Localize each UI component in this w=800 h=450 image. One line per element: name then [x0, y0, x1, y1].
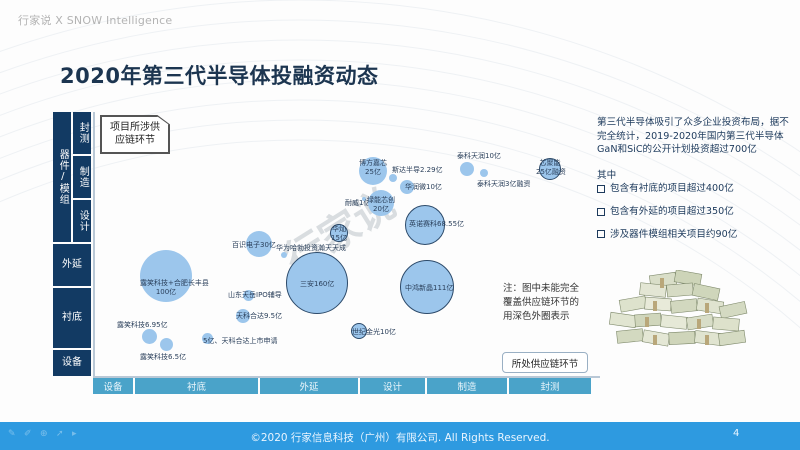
- bubble-huacan[interactable]: [330, 224, 348, 242]
- x-axis-substrate: 衬底: [135, 378, 258, 394]
- bubble-tankeheda-5[interactable]: [202, 333, 213, 344]
- x-axis-epitaxy: 外延: [260, 378, 358, 394]
- bubble-sanan[interactable]: [286, 252, 348, 314]
- y-axis-design: 设计: [73, 200, 91, 242]
- chart-frame: [93, 112, 600, 378]
- bubble-luxiao-hefei[interactable]: [140, 250, 192, 302]
- side-panel-intro: 第三代半导体吸引了众多企业投资布局，据不完全统计，2019-2020年国内第三代…: [597, 117, 789, 156]
- x-axis-title: 所处供应链环节: [502, 352, 588, 373]
- pointer-icon[interactable]: ➚: [56, 429, 64, 439]
- footer: ✎ ✐ ⊕ ➚ ▸ ©2020 行家信息科技（广州）有限公司. All Righ…: [0, 422, 800, 450]
- bubble-huarunwei[interactable]: [400, 180, 414, 194]
- checkbox-icon: [597, 207, 605, 216]
- bubble-taike-3[interactable]: [480, 169, 488, 177]
- bubble-huawei-hubble[interactable]: [281, 252, 287, 258]
- callout-line-2: 应链环节: [115, 135, 155, 146]
- pen-icon[interactable]: ✎: [8, 429, 16, 439]
- checkbox-icon: [597, 230, 605, 239]
- brand-text: 行家说 X SNOW Intelligence: [18, 14, 173, 27]
- bubble-zhonghong[interactable]: [400, 260, 454, 314]
- y-axis-epitaxy: 外延: [53, 244, 91, 286]
- side-panel-item: 包含有衬底的项目超过400亿: [597, 182, 797, 196]
- y-axis-title-callout: 项目所涉供 应链环节: [101, 116, 169, 153]
- bubble-innoscience[interactable]: [405, 205, 445, 245]
- bubble-luxiao-695[interactable]: [142, 329, 157, 344]
- y-axis-substrate: 衬底: [53, 288, 91, 348]
- item-text: 包含有衬底的项目超过400亿: [610, 183, 734, 195]
- chart-note: 注：图中未能完全 覆盖供应链环节的 用深色外圈表示: [503, 282, 579, 323]
- side-panel-subhead: 其中: [597, 169, 617, 181]
- side-panel-item: 包含有外延的项目超过350亿: [597, 205, 797, 219]
- bubble-taike-10[interactable]: [460, 162, 474, 176]
- y-axis: 器件/模组 封测 制造 设计 外延 衬底 设备: [53, 112, 91, 376]
- zoom-icon[interactable]: ⊕: [40, 429, 48, 439]
- copyright-text: ©2020 行家信息科技（广州）有限公司. All Rights Reserve…: [250, 432, 550, 444]
- bubble-luxiao-65[interactable]: [160, 338, 173, 351]
- item-text: 涉及器件模组相关项目约90亿: [610, 228, 738, 240]
- side-panel-item: 涉及器件模组相关项目约90亿: [597, 228, 797, 242]
- y-axis-packaging: 封测: [73, 112, 91, 154]
- bubble-shandong-tianyue[interactable]: [243, 290, 254, 301]
- menu-icon[interactable]: ▸: [72, 429, 77, 439]
- side-panel: 第三代半导体吸引了众多企业投资布局，据不完全统计，2019-2020年国内第三代…: [597, 116, 797, 250]
- bubble-shijijinguang[interactable]: [351, 323, 367, 339]
- x-axis-equipment: 设备: [93, 378, 133, 394]
- page-title: 2020年第三代半导体投融资动态: [60, 64, 379, 88]
- bubble-tankeheda-95[interactable]: [236, 309, 250, 323]
- x-axis-manufacturing: 制造: [427, 378, 507, 394]
- item-text: 包含有外延的项目超过350亿: [610, 206, 734, 218]
- note-line-2: 覆盖供应链环节的: [503, 296, 580, 308]
- note-line-1: 注：图中未能完全: [503, 283, 580, 294]
- bubble-xinjuneng[interactable]: [539, 158, 561, 180]
- bubble-sida[interactable]: [389, 174, 397, 182]
- highlighter-icon[interactable]: ✐: [24, 429, 32, 439]
- checkbox-icon: [597, 185, 605, 194]
- note-line-3: 用深色外圈表示: [503, 310, 570, 322]
- slide-toolbar: ✎ ✐ ⊕ ➚ ▸: [8, 429, 82, 439]
- callout-line-1: 项目所涉供: [110, 122, 160, 133]
- money-pile-image: [608, 270, 748, 347]
- bubble-bofangjiaxin[interactable]: [359, 157, 387, 185]
- bubble-lvneng[interactable]: [368, 190, 394, 216]
- x-axis-packaging: 封测: [509, 378, 591, 394]
- page-number: 4: [733, 428, 740, 439]
- bubble-baishi[interactable]: [246, 231, 272, 257]
- y-axis-group-device-module: 器件/模组: [53, 112, 71, 242]
- y-axis-manufacturing: 制造: [73, 156, 91, 198]
- bubble-naiwei[interactable]: [362, 197, 366, 201]
- x-axis-design: 设计: [360, 378, 425, 394]
- y-axis-equipment: 设备: [53, 350, 91, 376]
